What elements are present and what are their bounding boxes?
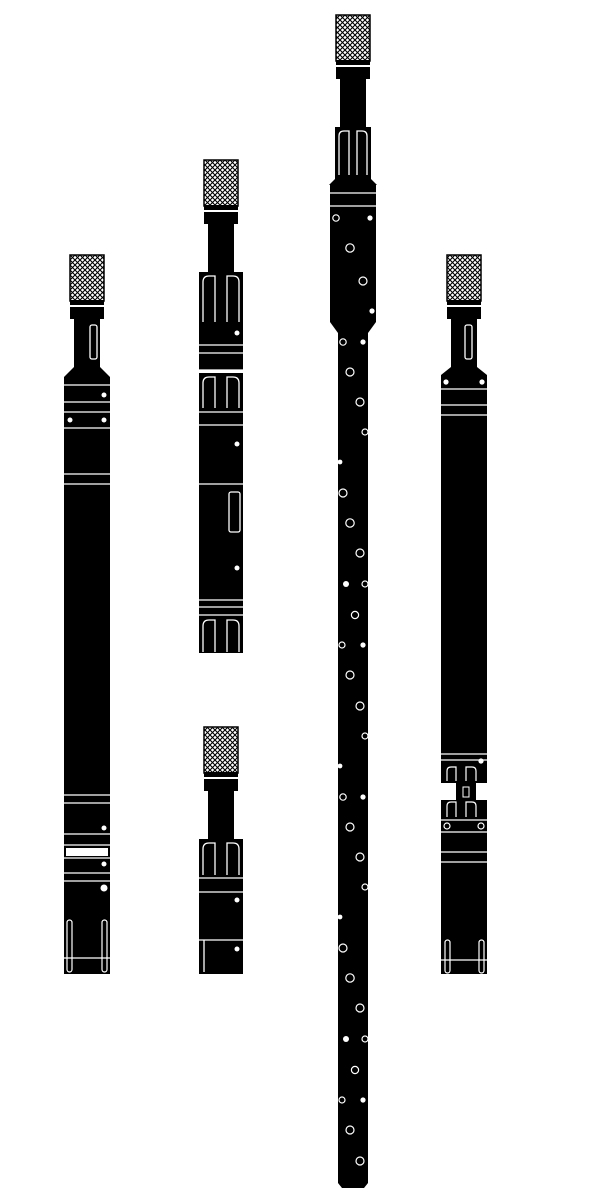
housing-b2	[199, 839, 243, 974]
lower-housing-d	[441, 818, 487, 974]
rod-hole	[361, 732, 369, 740]
rod-hole	[355, 852, 365, 862]
rod-hole	[360, 642, 366, 648]
tool-c	[329, 14, 377, 1188]
rod-hole	[343, 1036, 349, 1042]
rod-hole	[360, 794, 366, 800]
tool-b-upper	[199, 159, 243, 653]
tool-b-lower	[199, 726, 243, 974]
rod-hole	[337, 914, 343, 920]
rod-hole	[339, 338, 347, 346]
rod-hole	[345, 822, 355, 832]
rod-hole	[355, 397, 365, 407]
rod-hole	[345, 973, 355, 983]
rod-hole	[345, 1125, 355, 1135]
mesh-cap-d	[446, 254, 482, 302]
rod-hole	[355, 701, 365, 711]
mesh-cap-b2	[203, 726, 239, 774]
perforated-rod-c	[338, 333, 368, 1183]
housing-d	[441, 375, 487, 765]
rod-hole	[339, 793, 347, 801]
rod-hole	[361, 1035, 369, 1043]
rod-hole	[337, 763, 343, 769]
housing-b	[199, 373, 243, 653]
mesh-cap-b	[203, 159, 239, 207]
rod-hole	[350, 610, 360, 620]
upper-housing-c	[330, 185, 376, 322]
rod-hole	[338, 641, 346, 649]
rod-hole	[345, 367, 355, 377]
neck-b2	[208, 791, 234, 839]
rod-hole	[361, 580, 369, 588]
band-gap-a	[66, 848, 108, 856]
mesh-cap-a	[69, 254, 105, 302]
rod-hole	[343, 581, 349, 587]
rod-hole	[337, 459, 343, 465]
mesh-cap-c	[335, 14, 371, 62]
rod-hole	[355, 548, 365, 558]
hex-nut-b	[199, 272, 243, 370]
rod-hole	[360, 339, 366, 345]
neck-b	[208, 224, 234, 272]
tool-d	[441, 254, 487, 974]
rod-hole	[361, 428, 369, 436]
rod-hole	[338, 1096, 346, 1104]
tool-a	[64, 254, 110, 974]
rod-hole	[350, 1065, 360, 1075]
rod-hole	[345, 670, 355, 680]
rod-perforations	[337, 338, 369, 1166]
rod-hole	[355, 1003, 365, 1013]
rod-hole	[345, 518, 355, 528]
neck-d	[451, 319, 477, 367]
rod-hole	[361, 883, 369, 891]
rod-hole	[338, 488, 348, 498]
housing-a	[64, 377, 110, 974]
rod-hole	[355, 1156, 365, 1166]
rod-hole	[338, 943, 348, 953]
hex-nut-c	[335, 127, 371, 179]
neck-a	[74, 319, 100, 367]
rod-hole	[360, 1097, 366, 1103]
neck-c	[340, 79, 366, 127]
